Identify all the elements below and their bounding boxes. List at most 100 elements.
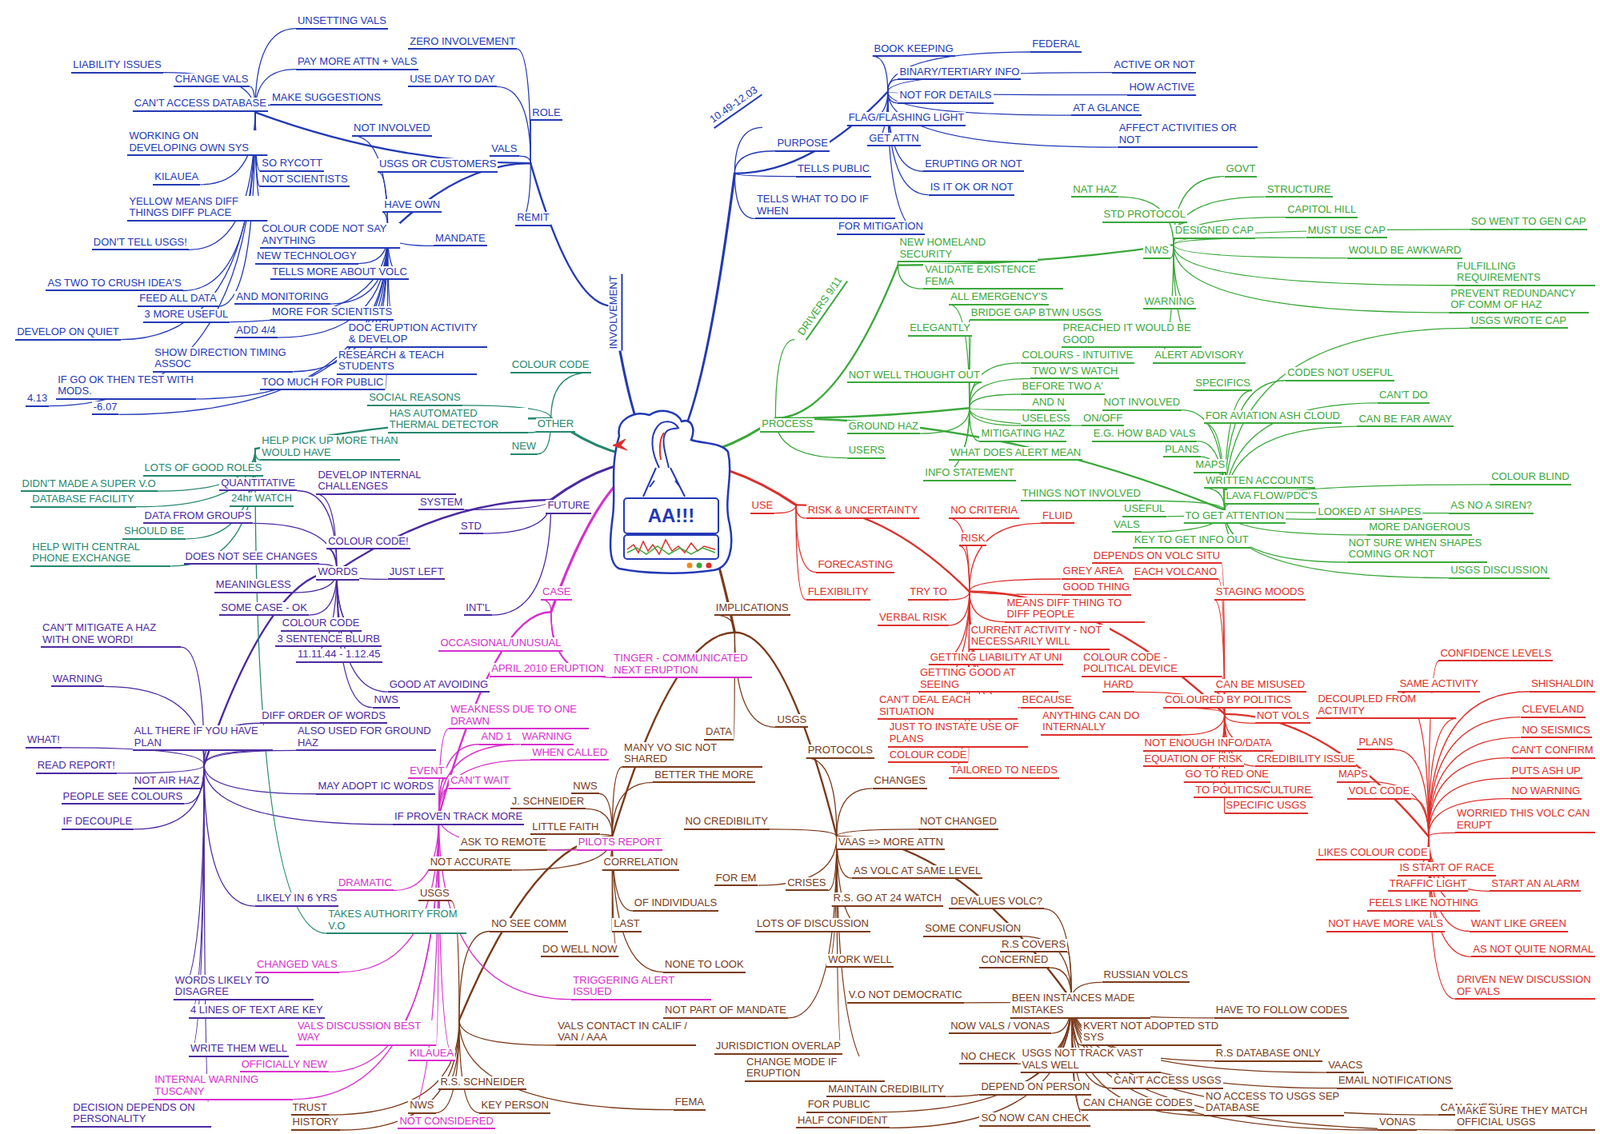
branch-label: OTHER: [536, 418, 576, 433]
branch-label: NOT ACCURATE: [428, 856, 513, 872]
branch-label: NOT INVOLVED: [1102, 396, 1183, 412]
branch-label: NOT SURE WHEN SHAPES COMING OR NOT: [1347, 537, 1488, 564]
branch-label: DRAMATIC: [336, 877, 394, 892]
branch-label: LAVA FLOW/PDC'S: [1224, 490, 1320, 505]
branch-label: PUTS ASH UP: [1510, 765, 1583, 780]
branch-line: [255, 448, 327, 934]
branch-label: ANYTHING CAN DO INTERNALLY: [1040, 710, 1181, 736]
branch-label: MUST USE CAP: [1306, 224, 1388, 240]
branch-line: [714, 615, 736, 633]
branch-label: CAN'T WAIT: [448, 775, 511, 790]
branch-label: VAACS: [1326, 1060, 1364, 1075]
branch-label: MANDATE: [433, 232, 488, 248]
branch-label: SPECIFIC USGS: [1224, 800, 1308, 815]
branch-label: REMIT: [515, 212, 551, 227]
branch-label: AS NOT QUITE NORMAL: [1471, 944, 1596, 959]
branch-label: EQUATION OF RISK: [1143, 753, 1245, 768]
branch-label: STRUCTURE: [1265, 184, 1333, 199]
branch-label: NEW HOMELAND SECURITY: [897, 236, 1038, 263]
branch-label: TOO MUCH FOR PUBLIC: [260, 376, 385, 392]
branch-label: MITIGATING HAZ: [979, 428, 1066, 443]
branch-label: MAINTAIN CREDIBILITY: [826, 1084, 946, 1099]
branch-label: TELLS MORE ABOUT VOLC: [270, 266, 409, 281]
branch-line: [806, 758, 837, 837]
branch-label: COLOUR CODE - POLITICAL DEVICE: [1081, 652, 1222, 678]
branch-line: [438, 816, 572, 1000]
branch-line: [734, 127, 763, 173]
branch-label: EMAIL NOTIFICATIONS: [1336, 1075, 1454, 1090]
branch-label: 24hr WATCH: [229, 492, 294, 508]
branch-label: NOT CHANGED: [918, 816, 999, 831]
branch-trunk: [775, 418, 1224, 511]
branch-line: [1224, 714, 1256, 724]
branch-label: NOW VALS / VONAS: [948, 1020, 1052, 1036]
branch-label: TINGER - COMMUNICATED NEXT ERUPTION: [612, 652, 752, 679]
branch-label: NEW TECHNOLOGY: [255, 250, 359, 265]
branch-label: VALS: [1112, 519, 1141, 534]
branch-line: [969, 579, 1062, 592]
branch-label: JURISDICTION OVERLAP: [714, 1040, 843, 1056]
branch-line: [204, 765, 212, 1128]
branch-label: SOCIAL REASONS: [367, 392, 462, 407]
seismograph-box: [624, 535, 719, 560]
branch-label: DEVELOP ON QUIET: [15, 326, 121, 341]
branch-line: [599, 793, 613, 837]
branch-label: THINGS NOT INVOLVED: [1020, 488, 1143, 503]
branch-label: PLANS: [1356, 736, 1395, 752]
branch-label: IF PROVEN TRACK MORE: [392, 811, 524, 826]
branch-line: [483, 500, 552, 534]
branch-trunk: [796, 504, 970, 592]
branch-label: FEMA: [673, 1096, 706, 1112]
branch-label: HAS AUTOMATED THERMAL DETECTOR: [388, 408, 528, 434]
branch-label: V.O NOT DEMOCRATIC: [847, 989, 964, 1004]
branch-label: WORKING ON DEVELOPING OWN SYS: [127, 130, 268, 156]
branch-line: [1428, 832, 1456, 837]
branch-label: COLOURED BY POLITICS: [1163, 694, 1292, 709]
branch-label: CORRELATION: [602, 856, 680, 872]
branch-label: PEOPLE SEE COLOURS: [61, 791, 185, 806]
branch-label: COLOURS - INTUITIVE: [1020, 349, 1136, 364]
ash-plume: [652, 421, 679, 468]
branch-label: MAKE SUGGESTIONS: [270, 92, 383, 107]
branch-line: [948, 592, 970, 600]
branch-label: CAN'T DEAL EACH SITUATION: [877, 694, 1018, 720]
branch-line: [516, 48, 531, 164]
branch-line: [1180, 714, 1225, 736]
volcano-outline: [610, 411, 732, 574]
branch-label: STAGING MOODS: [1214, 586, 1306, 601]
branch-trunk: [775, 408, 969, 419]
branch-label: HELP WITH CENTRAL PHONE EXCHANGE: [30, 541, 171, 568]
branch-label: KEY PERSON: [479, 1100, 550, 1115]
branch-label: -6.07: [92, 401, 120, 416]
branch-label: IS START OF RACE: [1397, 862, 1496, 877]
lava: [660, 432, 664, 460]
branch-label: GETTING LIABILITY AT UNI: [928, 652, 1064, 667]
volcano-illustration: [601, 404, 738, 576]
branch-label: LIKELY IN 6 YRS: [255, 892, 339, 908]
branch-label: RISK & UNCERTAINTY: [806, 504, 920, 520]
branch-label: RUSSIAN VOLCS: [1102, 969, 1190, 984]
branch-line: [204, 765, 316, 795]
branch-line: [612, 782, 653, 837]
branch-label: DOES NOT SEE CHANGES: [184, 551, 320, 566]
branch-line: [948, 304, 970, 408]
branch-label: CURRENT ACTIVITY - NOT NECESSARILY WILL: [969, 624, 1110, 651]
branch-label: WARNING: [1143, 296, 1196, 311]
branch-label: TELLS WHAT TO DO IF WHEN: [755, 193, 896, 220]
branch-label: UNSETTING VALS: [296, 15, 388, 30]
branch-label: TRUST: [291, 1102, 329, 1117]
branch-label: GROUND HAZ: [847, 420, 920, 436]
branch-label: SHOULD BE: [122, 525, 186, 540]
seismograph-trace: [627, 540, 716, 555]
branch-label: NWS: [571, 780, 599, 796]
branch-label: TRY TO: [908, 586, 949, 601]
branch-label: NO CHECK: [959, 1051, 1018, 1066]
branch-line: [888, 79, 899, 92]
branch-label: KVERT NOT ADOPTED STD SYS: [1081, 1020, 1222, 1047]
branch-label: USGS WROTE CAP: [1469, 315, 1568, 330]
branch-label: WOULD BE AWKWARD: [1347, 244, 1464, 260]
branch-label: FULFILLING REQUIREMENTS: [1455, 260, 1596, 287]
branch-label: CAN'T MITIGATE A HAZ WITH ONE WORD!: [40, 622, 181, 648]
branch-label: FOR PUBLIC: [806, 1099, 872, 1114]
branch-label: OFFICIALLY NEW: [240, 1059, 329, 1074]
